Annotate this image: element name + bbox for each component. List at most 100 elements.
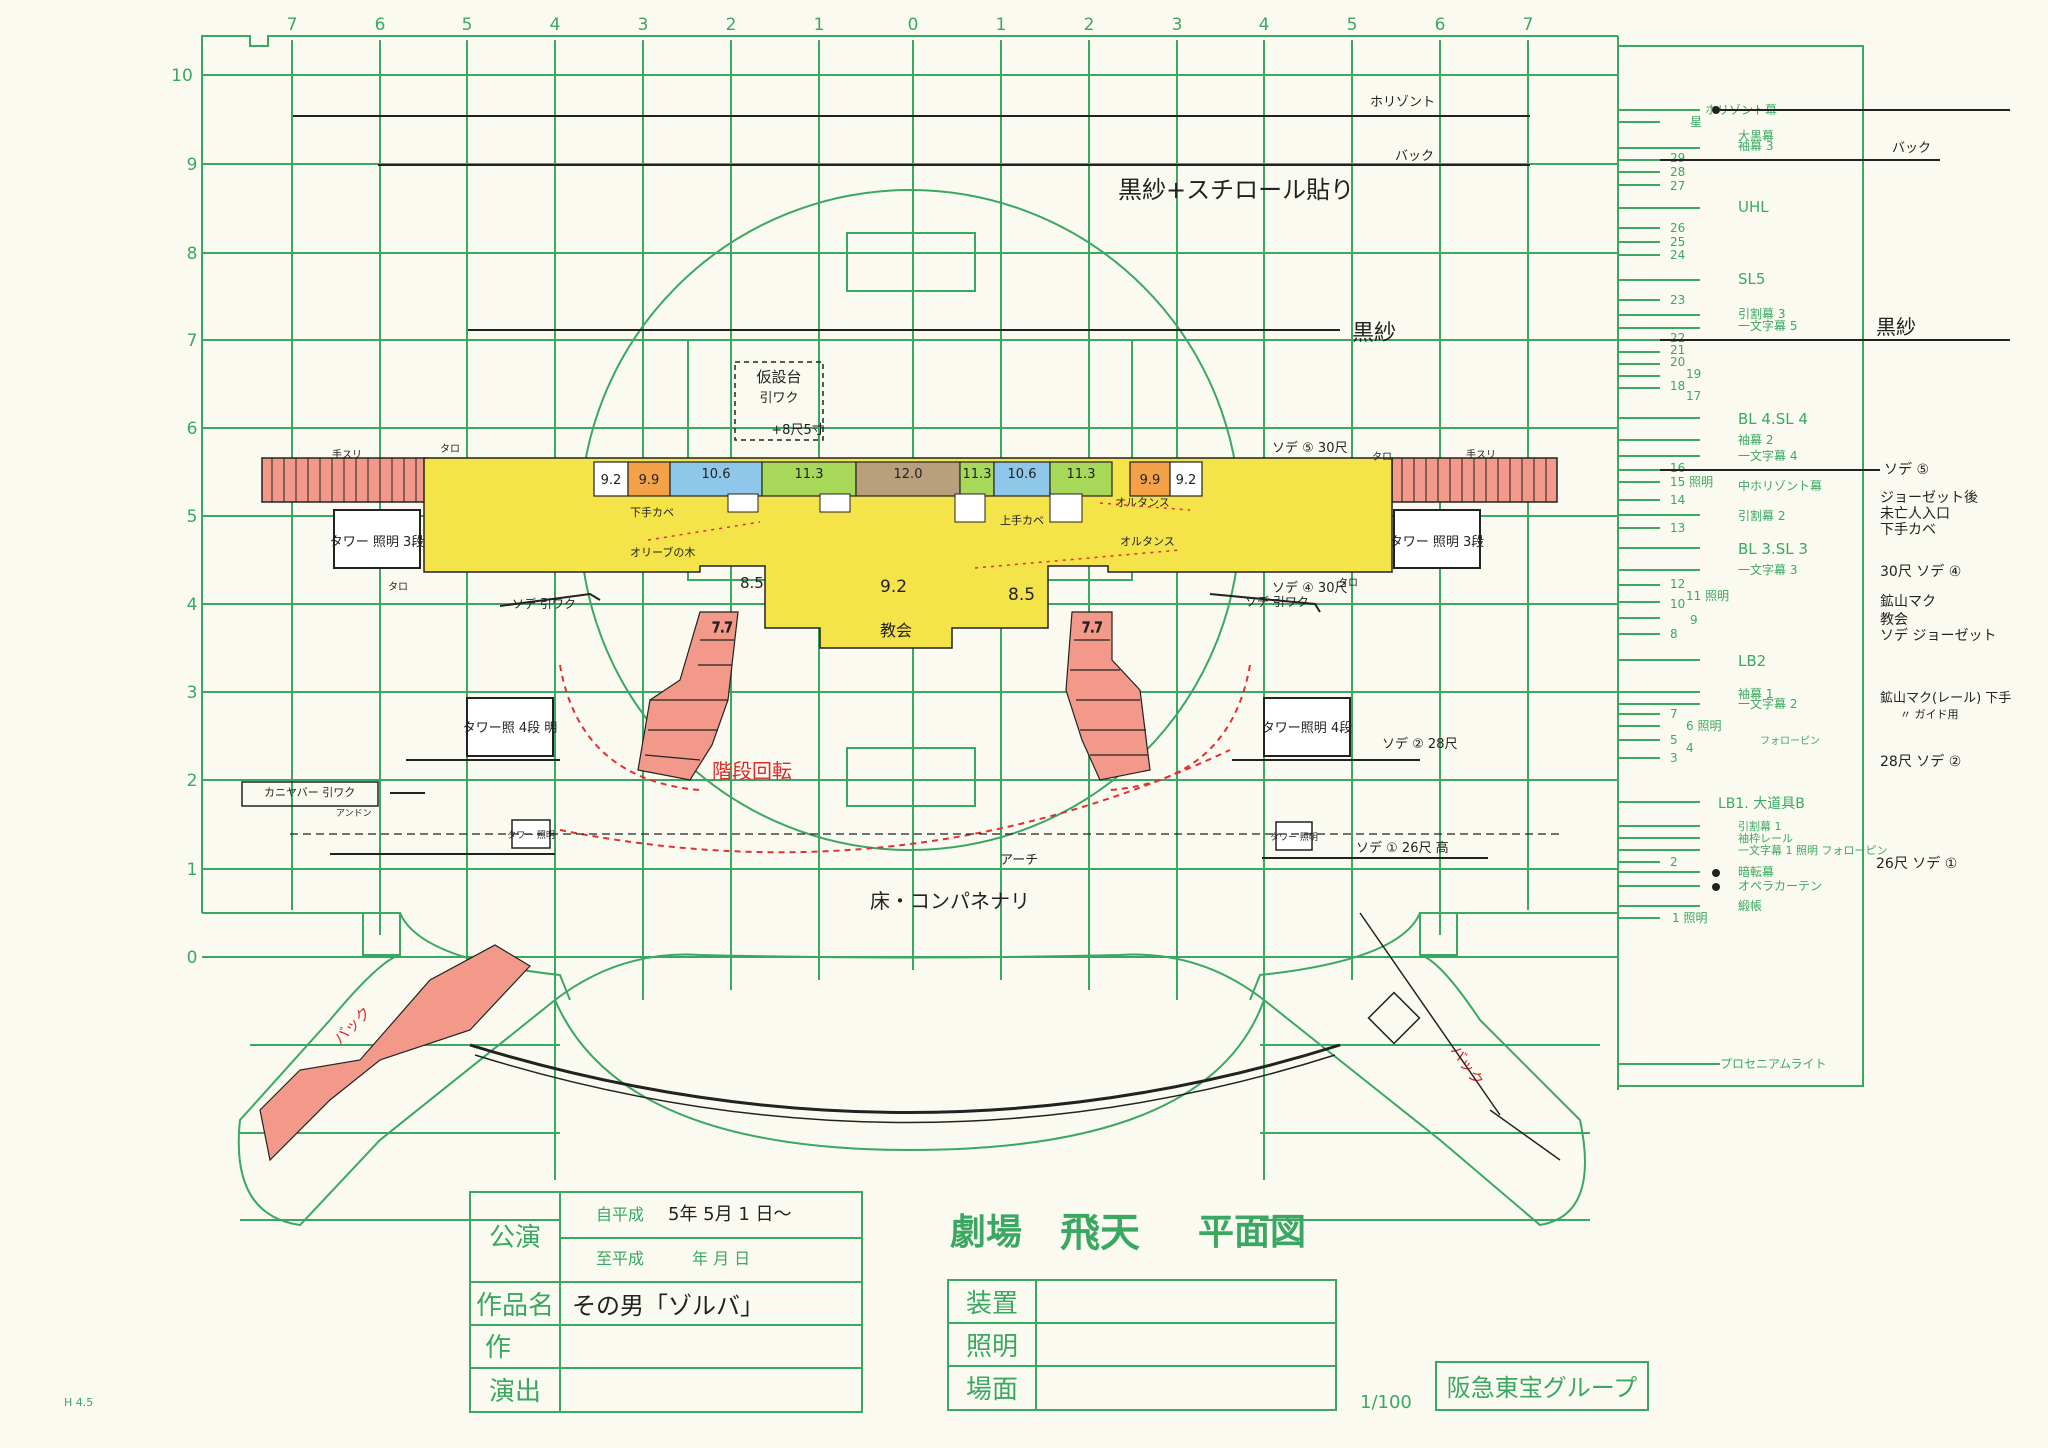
svg-text:ホリゾント: ホリゾント [1370, 95, 1435, 110]
svg-text:2: 2 [187, 771, 198, 791]
towers: タワー 照明 3段 タワー 照明 3段 タワー照 4段 明 タワー照明 4段 タ… [330, 509, 1485, 851]
svg-text:その男「ゾルバ」: その男「ゾルバ」 [572, 1292, 764, 1320]
svg-text:下手カベ: 下手カベ [630, 505, 674, 519]
svg-text:袖幕 1: 袖幕 1 [1738, 686, 1773, 701]
svg-text:26尺 ソデ ①: 26尺 ソデ ① [1876, 855, 1957, 872]
back-note-right: バック [1447, 1042, 1488, 1089]
svg-text:ソデ ⑤: ソデ ⑤ [1884, 461, 1929, 478]
svg-text:劇場: 劇場 [950, 1212, 1022, 1253]
svg-text:3: 3 [1172, 15, 1183, 35]
svg-text:9.2: 9.2 [880, 577, 907, 597]
svg-text:引割幕 3: 引割幕 3 [1738, 306, 1785, 321]
svg-text:26: 26 [1670, 221, 1685, 235]
svg-text:鉱山マク(レール) 下手: 鉱山マク(レール) 下手 [1880, 690, 2011, 706]
svg-text:ソデ ② 28尺: ソデ ② 28尺 [1382, 736, 1457, 752]
svg-text:タワー 照明 3段: タワー 照明 3段 [330, 535, 425, 550]
right-spiral-stair: 7.7 [1065, 611, 1151, 781]
svg-text:5: 5 [1670, 733, 1678, 747]
svg-text:30尺 ソデ ④: 30尺 ソデ ④ [1880, 563, 1961, 580]
svg-text:3: 3 [638, 15, 649, 35]
fly-rail-panel: ホリゾント幕 星 大黒幕 袖幕 3 29 28 27 UHL 26 25 24 … [1617, 45, 1888, 1087]
svg-text:17: 17 [1686, 389, 1701, 403]
svg-text:ソデ 引ワク: ソデ 引ワク [1245, 594, 1309, 609]
svg-text:12.0: 12.0 [894, 467, 923, 482]
svg-text:1: 1 [187, 860, 198, 880]
top-battens: ホリゾント バック 黒紗+スチロール貼り 黒紗 [293, 95, 1530, 346]
svg-text:飛天: 飛天 [1060, 1210, 1140, 1256]
svg-text:11.3: 11.3 [1067, 467, 1096, 482]
svg-text:タワー 照明 3段: タワー 照明 3段 [1390, 535, 1485, 550]
svg-text:タロ: タロ [388, 581, 408, 593]
svg-text:9.9: 9.9 [1140, 473, 1161, 488]
svg-text:6: 6 [375, 15, 386, 35]
svg-text:0: 0 [908, 15, 919, 35]
svg-text:1 照明: 1 照明 [1672, 911, 1707, 925]
svg-text:一文字幕 3: 一文字幕 3 [1738, 562, 1797, 577]
svg-text:星: 星 [1690, 115, 1702, 129]
svg-text:教会: 教会 [880, 621, 912, 640]
svg-text:5: 5 [1347, 15, 1358, 35]
svg-text:5年 5月 1 日〜: 5年 5月 1 日〜 [668, 1204, 792, 1225]
svg-text:22: 22 [1670, 331, 1685, 345]
svg-text:8: 8 [1670, 627, 1678, 641]
rail-notes: バック 黒紗 ソデ ⑤ ジョーゼット後 未亡人入口 下手カベ 30尺 ソデ ④ … [1660, 109, 2011, 872]
upstage-trap [846, 232, 976, 292]
svg-text:ソデ 引ワク: ソデ 引ワク [512, 596, 576, 611]
svg-text:緞帳: 緞帳 [1738, 898, 1762, 913]
svg-text:オルタンス: オルタンス [1120, 535, 1175, 548]
svg-text:24: 24 [1670, 248, 1685, 262]
svg-text:一文字幕 2: 一文字幕 2 [1738, 696, 1797, 711]
y-axis-labels: 10 9 8 7 6 5 4 3 2 1 0 [171, 66, 197, 968]
svg-text:中ホリゾント幕: 中ホリゾント幕 [1738, 478, 1822, 493]
svg-text:バック: バック [1395, 149, 1434, 164]
svg-text:LB2: LB2 [1738, 652, 1766, 670]
svg-text:4: 4 [550, 15, 561, 35]
svg-text:ソデ ④ 30尺: ソデ ④ 30尺 [1272, 580, 1347, 596]
svg-text:手スリ: 手スリ [332, 448, 362, 461]
svg-text:4: 4 [1686, 741, 1694, 755]
svg-text:タワー照明 4段: タワー照明 4段 [1262, 721, 1352, 736]
svg-text:引割幕 2: 引割幕 2 [1738, 508, 1785, 523]
right-forestage-lines [1359, 912, 1561, 1161]
orchestra-rail [469, 1043, 1341, 1114]
svg-text:11.3: 11.3 [795, 467, 824, 482]
svg-text:未亡人入口: 未亡人入口 [1880, 506, 1950, 522]
svg-text:UHL: UHL [1738, 198, 1769, 216]
svg-text:7: 7 [1670, 707, 1678, 721]
svg-text:11.3: 11.3 [963, 467, 992, 482]
svg-text:引割幕 1: 引割幕 1 [1738, 819, 1782, 833]
svg-text:25: 25 [1670, 235, 1685, 249]
svg-text:10.6: 10.6 [1008, 467, 1037, 482]
svg-text:28: 28 [1670, 165, 1685, 179]
svg-text:オリーブの木: オリーブの木 [630, 545, 695, 559]
svg-text:床・コンパネナリ: 床・コンパネナリ [870, 889, 1030, 913]
footer-code: H 4.5 [64, 1396, 93, 1409]
svg-text:タロ: タロ [1372, 451, 1392, 463]
svg-text:黒紗: 黒紗 [1352, 321, 1396, 346]
svg-text:5: 5 [187, 507, 198, 527]
svg-text:5: 5 [462, 15, 473, 35]
svg-text:上手カベ: 上手カベ [1000, 513, 1044, 527]
svg-text:11 照明: 11 照明 [1686, 589, 1729, 603]
svg-text:〃 ガイド用: 〃 ガイド用 [1900, 708, 1959, 721]
svg-text:4: 4 [1259, 15, 1270, 35]
svg-text:6 照明: 6 照明 [1686, 719, 1721, 733]
svg-text:ソデ ジョーゼット: ソデ ジョーゼット [1880, 627, 1996, 644]
svg-text:6: 6 [1435, 15, 1446, 35]
svg-text:6: 6 [187, 419, 198, 439]
svg-text:阪急東宝グループ: 阪急東宝グループ [1447, 1374, 1638, 1402]
svg-text:28尺 ソデ ②: 28尺 ソデ ② [1880, 753, 1961, 770]
svg-text:4: 4 [187, 595, 198, 615]
svg-text:9: 9 [187, 155, 198, 175]
svg-text:装置: 装置 [966, 1289, 1018, 1319]
svg-text:16: 16 [1670, 461, 1685, 475]
svg-text:20: 20 [1670, 355, 1685, 369]
svg-text:タロ: タロ [1338, 577, 1358, 589]
svg-text:9.9: 9.9 [639, 473, 660, 488]
left-spiral-stair: 7.7 [637, 611, 739, 781]
svg-text:7.7: 7.7 [712, 621, 733, 636]
temporary-platform [734, 361, 824, 441]
svg-text:アンドン: アンドン [336, 809, 372, 819]
svg-text:19: 19 [1686, 367, 1701, 381]
